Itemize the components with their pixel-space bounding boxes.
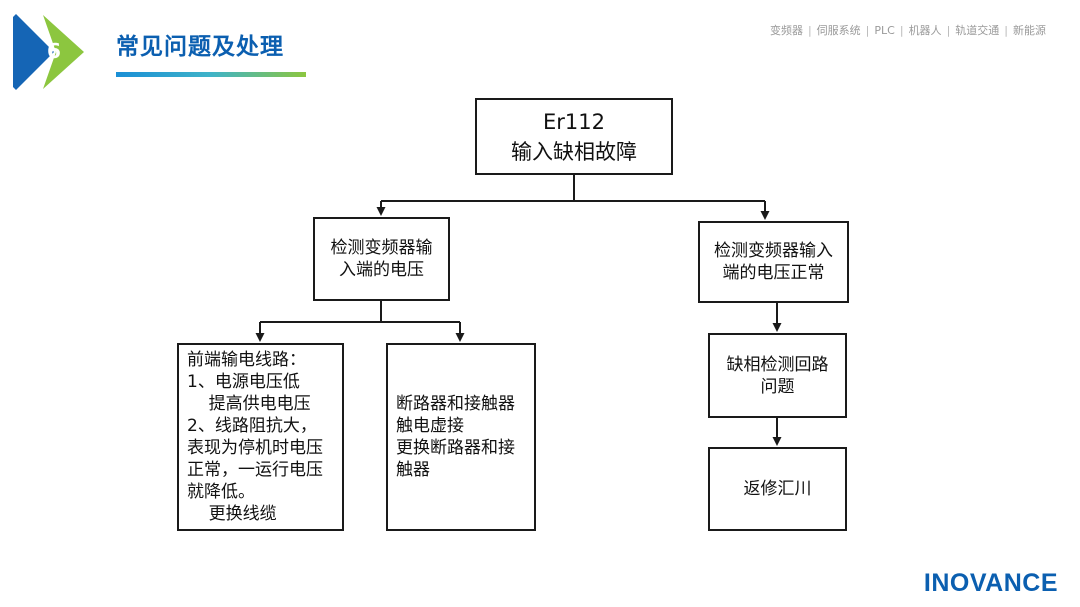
node-text-line: 缺相检测回路: [726, 354, 829, 375]
root-fault-node: Er112 输入缺相故障: [475, 98, 673, 175]
node-text-line: 更换线缆: [187, 504, 277, 524]
node-text-line: 入端的电压: [339, 260, 424, 280]
node-text-line: 更换断路器和接: [396, 438, 515, 458]
nav-separator: |: [807, 24, 812, 37]
node-text-line: 触电虚接: [396, 416, 464, 436]
node-text-line: 检测变频器输入: [714, 241, 833, 261]
inovance-logo: INOVANCE: [923, 569, 1058, 597]
node-text-line: 1、电源电压低: [187, 372, 300, 392]
node-text-line: 断路器和接触器: [396, 394, 515, 414]
nav-item-inverter[interactable]: 变频器: [769, 24, 803, 37]
node-text-line: 就降低。: [187, 482, 255, 502]
badge-blue-diamond: [13, 14, 54, 90]
nav-separator: |: [1004, 24, 1008, 37]
nav-separator: |: [946, 24, 951, 37]
return-for-repair-node: 返修汇川: [708, 447, 847, 531]
page-title: 常见问题及处理: [116, 34, 284, 60]
check-input-voltage-node: 检测变频器输 入端的电压: [313, 217, 450, 301]
nav-item-robot[interactable]: 机器人: [908, 24, 942, 37]
node-text-line: 提高供电电压: [187, 394, 311, 414]
node-text-line: 问题: [760, 376, 795, 397]
nav-item-new-energy[interactable]: 新能源: [1013, 24, 1046, 37]
input-voltage-normal-node: 检测变频器输入 端的电压正常: [698, 221, 849, 303]
node-text-line: 2、线路阻抗大，: [187, 416, 317, 436]
node-text-line: 前端输电线路：: [187, 350, 306, 370]
nav-item-plc[interactable]: PLC: [874, 24, 895, 37]
section-number: 6: [47, 39, 61, 63]
power-line-cause-node: 前端输电线路： 1、电源电压低 提高供电电压 2、线路阻抗大， 表现为停机时电压…: [177, 343, 344, 531]
node-text-line: 正常，一运行电压: [187, 460, 323, 480]
nav-separator: |: [899, 24, 904, 37]
fault-code: Er112: [543, 109, 605, 134]
badge-green-chevron: [43, 15, 84, 89]
section-badge: [13, 14, 84, 90]
nav-item-servo[interactable]: 伺服系统: [816, 24, 861, 37]
nav-separator: |: [865, 24, 870, 37]
node-text-line: 触器: [396, 460, 430, 480]
phase-loss-detect-circuit-node: 缺相检测回路 问题: [708, 333, 847, 418]
node-text-line: 返修汇川: [743, 479, 812, 499]
title-underline: [116, 72, 306, 77]
fault-name: 输入缺相故障: [511, 139, 637, 164]
node-text-line: 表现为停机时电压: [187, 438, 323, 458]
node-text-line: 端的电压正常: [722, 263, 825, 283]
nav-item-rail[interactable]: 轨道交通: [955, 24, 1000, 37]
product-nav: 变频器 | 伺服系统 | PLC | 机器人 | 轨道交通 | 新能源: [770, 22, 1046, 38]
node-text-line: 检测变频器输: [330, 238, 433, 258]
breaker-contactor-cause-node: 断路器和接触器 触电虚接 更换断路器和接 触器: [386, 343, 536, 531]
